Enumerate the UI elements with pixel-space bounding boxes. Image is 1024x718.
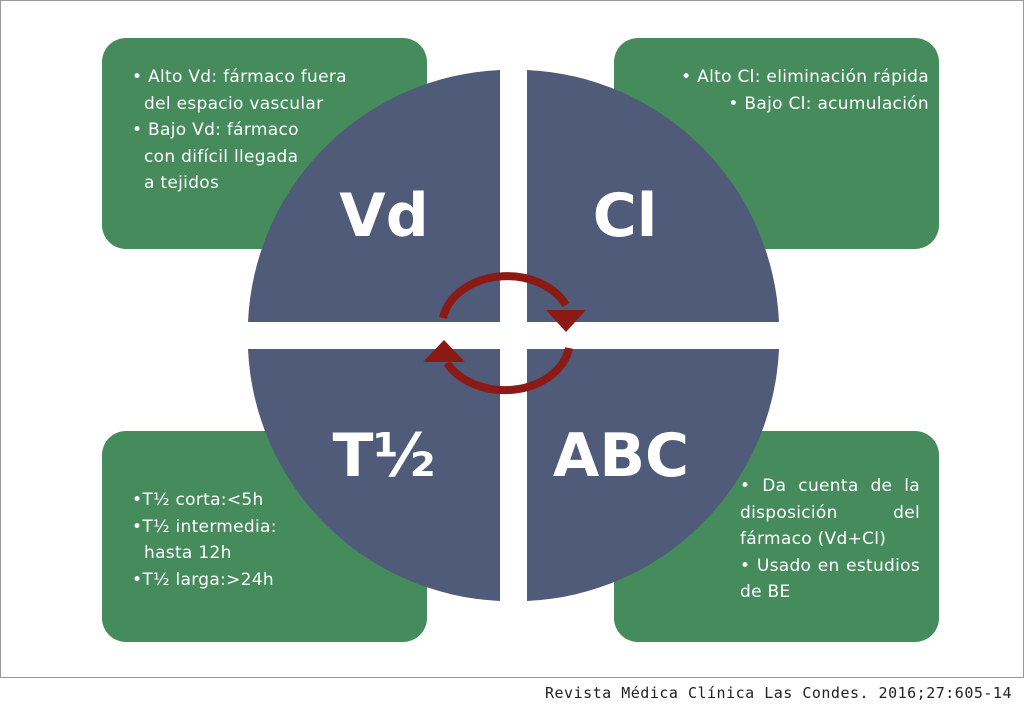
- quadrant-top-right: [527, 70, 779, 322]
- abc-item-be: • Usado en estudios de BE: [740, 555, 920, 603]
- quadrant-label-vd: Vd: [339, 181, 428, 251]
- circular-arrows-icon: [423, 272, 586, 395]
- quadrant-label-t-half: T½: [332, 421, 435, 491]
- vd-item-high: • Alto Vd: fármaco fuera del espacio vas…: [132, 67, 347, 114]
- cl-item-low: • Bajo Cl: acumulación: [728, 93, 929, 114]
- t-half-item-short: •T½ corta:<5h: [132, 490, 264, 510]
- vd-info-box: • Alto Vd: fármaco fuera del espacio vas…: [102, 38, 427, 249]
- quadrant-bottom-left: [248, 349, 500, 601]
- quadrant-label-abc: ABC: [553, 421, 689, 491]
- source-citation: Revista Médica Clínica Las Condes. 2016;…: [544, 684, 1012, 702]
- vd-item-low: • Bajo Vd: fármaco con difícil llegada a…: [132, 120, 299, 193]
- cl-item-high: • Alto Cl: eliminación rápida: [681, 67, 929, 87]
- quadrant-bottom-right: [527, 349, 779, 601]
- quadrant-top-left: [248, 70, 500, 322]
- t-half-item-intermediate: •T½ intermedia: hasta 12h: [132, 516, 277, 564]
- quadrant-label-cl: Cl: [593, 181, 658, 251]
- t-half-item-long: •T½ larga:>24h: [132, 569, 274, 590]
- abc-item-disposition: • Da cuenta de la disposición del fármac…: [740, 476, 920, 549]
